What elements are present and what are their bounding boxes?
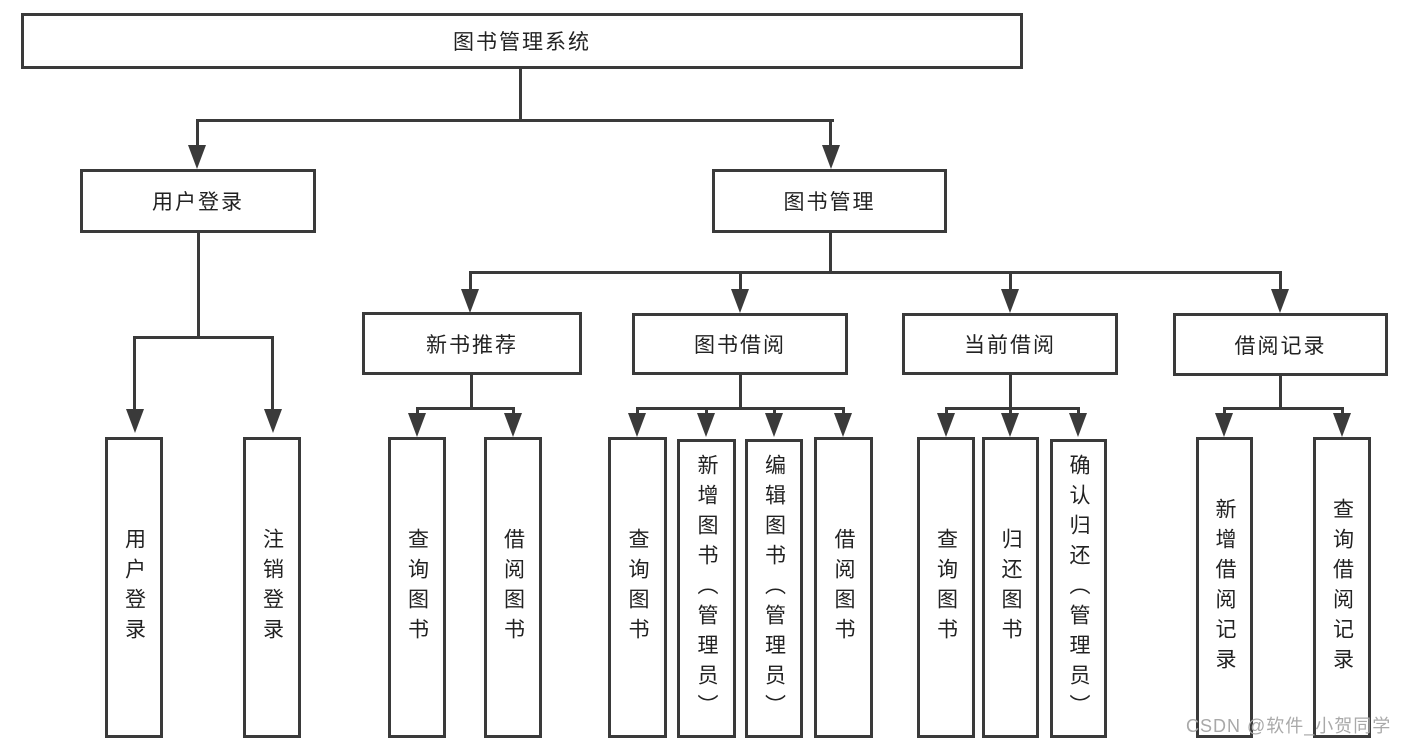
connector-line: [829, 233, 832, 274]
node-label: 借阅图书: [832, 527, 856, 648]
connector-line: [829, 122, 832, 148]
arrow-down-icon: [1069, 413, 1087, 437]
leaf-logout: 注销登录: [243, 437, 301, 738]
leaf-edit-book-admin: 编辑图书（管理员）: [745, 439, 803, 738]
arrow-down-icon: [504, 413, 522, 437]
connector-line: [416, 407, 515, 410]
node-new-book-recommend: 新书推荐: [362, 312, 582, 375]
node-label: 图书管理系统: [453, 31, 591, 54]
node-library-management-system: 图书管理系统: [21, 13, 1023, 69]
leaf-confirm-return-admin: 确认归还（管理员）: [1050, 439, 1107, 738]
node-borrowing-records: 借阅记录: [1173, 313, 1388, 376]
arrow-down-icon: [937, 413, 955, 437]
arrow-down-icon: [1215, 413, 1233, 437]
leaf-query-borrow-record: 查询借阅记录: [1313, 437, 1371, 738]
arrow-down-icon: [1333, 413, 1351, 437]
connector-line: [1279, 274, 1282, 292]
arrow-down-icon: [1271, 289, 1289, 313]
node-label: 新增图书（管理员）: [695, 453, 719, 724]
connector-line: [469, 274, 472, 292]
connector-line: [470, 375, 473, 410]
connector-line: [197, 233, 200, 339]
arrow-down-icon: [731, 289, 749, 313]
connector-line: [739, 375, 742, 410]
connector-line: [1279, 376, 1282, 410]
connector-line: [133, 339, 136, 412]
node-label: 查询图书: [405, 527, 429, 648]
node-label: 注销登录: [260, 527, 284, 648]
node-current-borrowing: 当前借阅: [902, 313, 1118, 375]
connector-line: [1009, 375, 1012, 410]
connector-line: [636, 407, 845, 410]
arrow-down-icon: [264, 409, 282, 433]
leaf-user-login: 用户登录: [105, 437, 163, 738]
arrow-down-icon: [822, 145, 840, 169]
arrow-down-icon: [461, 289, 479, 313]
leaf-borrow-books-recommend: 借阅图书: [484, 437, 542, 738]
arrow-down-icon: [1001, 413, 1019, 437]
connector-line: [196, 119, 834, 122]
connector-line: [1009, 274, 1012, 292]
csdn-watermark: CSDN @软件_小贺同学: [1186, 716, 1392, 736]
arrow-down-icon: [126, 409, 144, 433]
connector-line: [519, 69, 522, 122]
arrow-down-icon: [628, 413, 646, 437]
node-book-borrowing: 图书借阅: [632, 313, 848, 375]
node-book-management: 图书管理: [712, 169, 947, 233]
node-label: 归还图书: [999, 527, 1023, 648]
leaf-query-books-recommend: 查询图书: [388, 437, 446, 738]
node-label: 当前借阅: [964, 334, 1056, 357]
connector-line: [945, 407, 1080, 410]
node-label: 借阅记录: [1234, 334, 1327, 358]
arrow-down-icon: [765, 413, 783, 437]
node-label: 图书借阅: [694, 334, 786, 357]
connector-line: [196, 122, 199, 148]
leaf-add-borrow-record: 新增借阅记录: [1196, 437, 1253, 738]
node-label: 图书管理: [783, 191, 876, 214]
leaf-query-books-borrowing: 查询图书: [608, 437, 667, 738]
node-label: 确认归还（管理员）: [1067, 453, 1091, 724]
node-user-login: 用户登录: [80, 169, 316, 233]
arrow-down-icon: [834, 413, 852, 437]
node-label: 用户登录: [152, 191, 244, 214]
arrow-down-icon: [408, 413, 426, 437]
leaf-borrow-book: 借阅图书: [814, 437, 873, 738]
connector-line: [133, 336, 274, 339]
node-label: 查询借阅记录: [1330, 497, 1354, 678]
leaf-return-book: 归还图书: [982, 437, 1039, 738]
arrow-down-icon: [1001, 289, 1019, 313]
node-label: 新增借阅记录: [1213, 497, 1237, 678]
arrow-down-icon: [697, 413, 715, 437]
node-label: 新书推荐: [426, 333, 518, 357]
node-label: 查询图书: [626, 527, 650, 648]
connector-line: [469, 271, 1282, 274]
arrow-down-icon: [188, 145, 206, 169]
connector-line: [1223, 407, 1344, 410]
node-label: 编辑图书（管理员）: [762, 453, 786, 724]
connector-line: [271, 339, 274, 412]
node-label: 用户登录: [122, 527, 146, 648]
node-label: 查询图书: [934, 527, 958, 648]
leaf-add-book-admin: 新增图书（管理员）: [677, 439, 736, 738]
leaf-query-books-current: 查询图书: [917, 437, 975, 738]
connector-line: [739, 274, 742, 292]
node-label: 借阅图书: [501, 527, 525, 648]
